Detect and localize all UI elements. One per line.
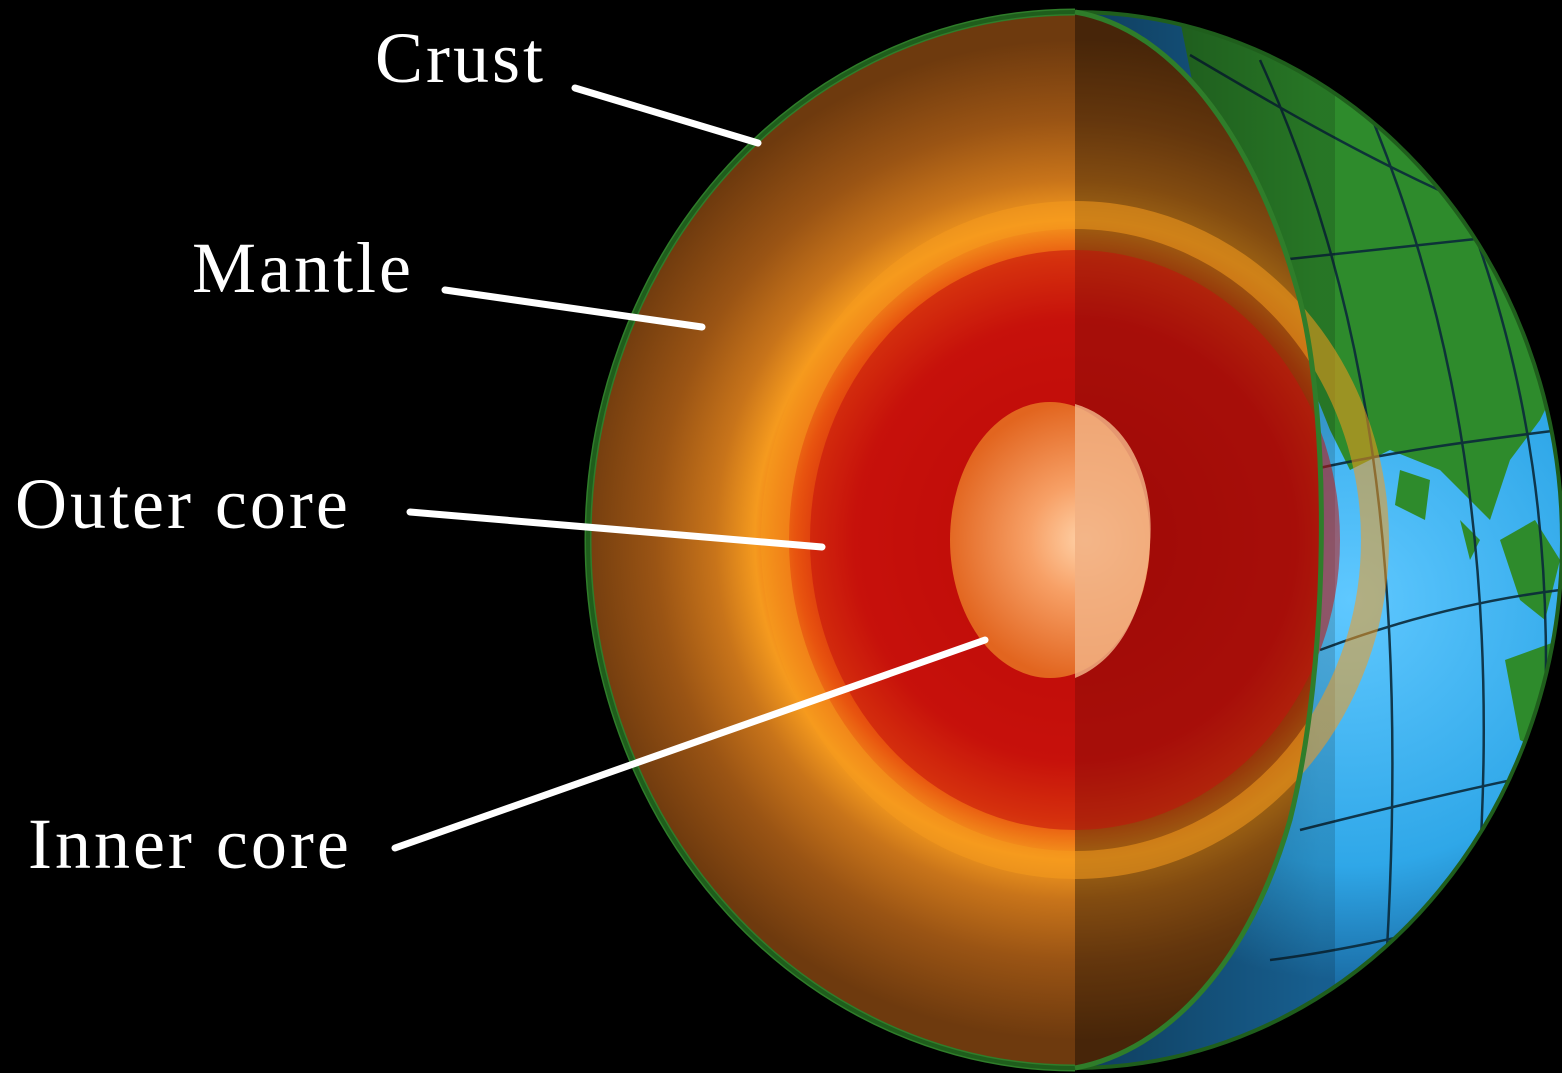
crust-arrow <box>575 88 758 143</box>
mantle-label: Mantle <box>192 228 414 308</box>
inner-core-label: Inner core <box>28 804 352 884</box>
crust-label: Crust <box>375 18 546 98</box>
outer-core-label: Outer core <box>15 464 351 544</box>
